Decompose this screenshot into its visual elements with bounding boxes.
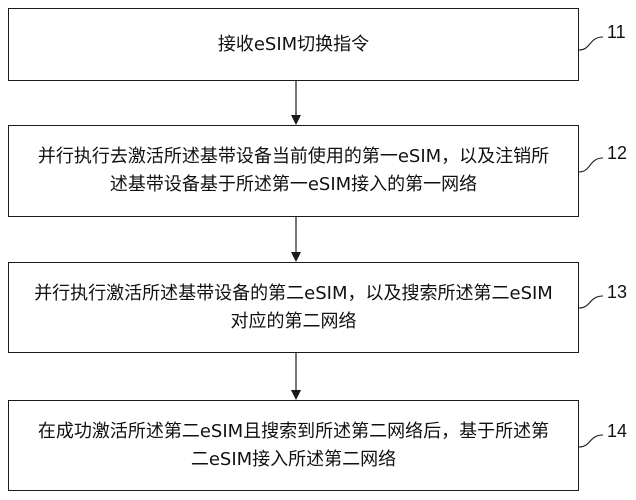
step-text-line: 在成功激活所述第二eSIM且搜索到所述第二网络后，基于所述第 <box>37 420 550 442</box>
step-label-14: 14 <box>607 421 628 441</box>
step-text-line: 并行执行去激活所述基带设备当前使用的第一eSIM，以及注销所 <box>37 146 550 167</box>
step-text-line: 并行执行激活所述基带设备的第二eSIM，以及搜索所述第二eSIM <box>34 282 553 304</box>
step-text-line: 述基带设备基于所述第一eSIM接入的第一网络 <box>109 174 478 195</box>
step-text-line: 二eSIM接入所述第二网络 <box>190 448 397 470</box>
step-box-12: 并行执行去激活所述基带设备当前使用的第一eSIM，以及注销所 述基带设备基于所述… <box>8 125 579 217</box>
leader-line-13 <box>578 295 604 309</box>
leader-line-11 <box>578 36 604 51</box>
arrow-11-to-12-head <box>291 115 301 125</box>
arrow-13-to-14-head <box>291 390 301 400</box>
step-box-13: 并行执行激活所述基带设备的第二eSIM，以及搜索所述第二eSIM 对应的第二网络 <box>8 262 579 353</box>
leader-line-14 <box>578 434 604 448</box>
arrow-12-to-13-head <box>291 252 301 262</box>
step-text-line: 对应的第二网络 <box>230 310 357 332</box>
leader-line-12 <box>578 157 604 173</box>
step-text-line: 接收eSIM切换指令 <box>217 33 370 55</box>
step-label-12: 12 <box>607 143 628 163</box>
step-label-11: 11 <box>607 22 626 42</box>
step-box-14: 在成功激活所述第二eSIM且搜索到所述第二网络后，基于所述第 二eSIM接入所述… <box>8 400 579 491</box>
step-label-13: 13 <box>607 282 628 302</box>
step-box-11: 接收eSIM切换指令 <box>8 8 579 81</box>
